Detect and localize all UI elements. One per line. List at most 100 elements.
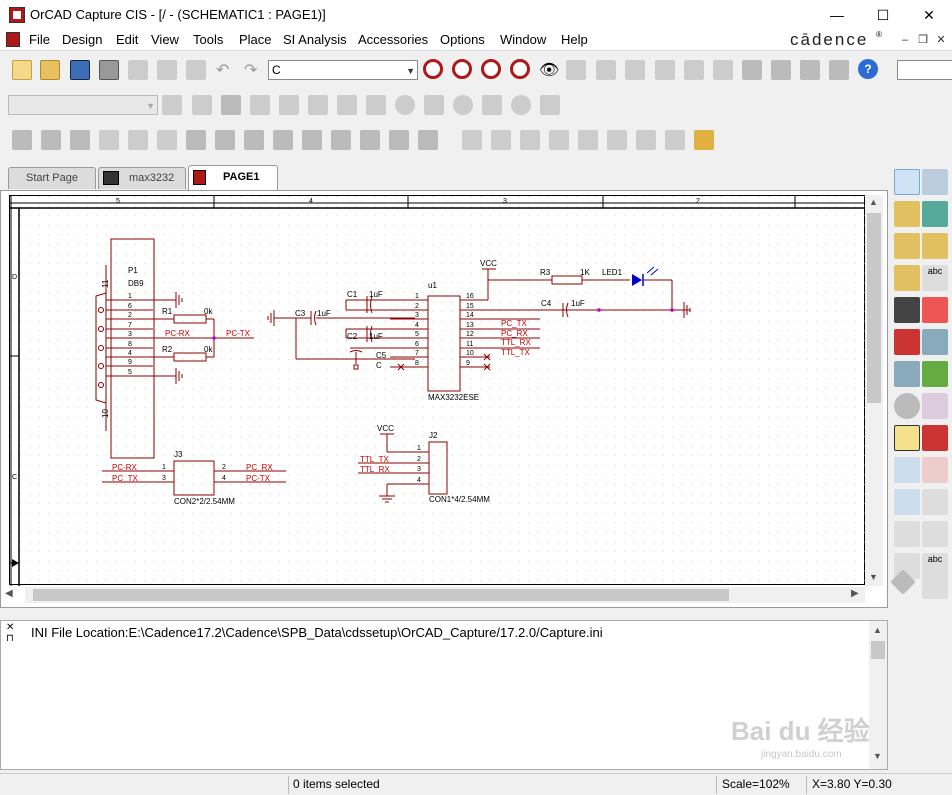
cut-icon[interactable] (128, 60, 148, 80)
checklist-icon[interactable] (302, 130, 322, 150)
filter-icon[interactable] (244, 130, 264, 150)
bom-icon[interactable] (713, 60, 733, 80)
tab-page1[interactable]: PAGE1 (188, 165, 278, 190)
place-ground-icon[interactable] (894, 361, 920, 387)
place-power-icon[interactable] (894, 329, 920, 355)
print-icon[interactable] (99, 60, 119, 80)
zoom-in-icon[interactable] (423, 59, 443, 79)
session-scroll-thumb[interactable] (871, 641, 885, 659)
mdi-minimize-button[interactable]: – (901, 34, 909, 46)
session-vertical-scrollbar[interactable]: ▲ ▼ (869, 621, 887, 769)
place-bezier-icon[interactable] (922, 521, 948, 547)
align-bottom-icon[interactable] (607, 130, 627, 150)
menu-si-analysis[interactable]: SI Analysis (283, 32, 347, 47)
place-bus-icon[interactable] (894, 265, 920, 291)
variant-view-icon[interactable] (99, 130, 119, 150)
horizontal-scroll-thumb[interactable] (33, 589, 729, 601)
paste-icon[interactable] (186, 60, 206, 80)
align-center-icon[interactable] (491, 130, 511, 150)
export-icon[interactable] (389, 130, 409, 150)
maximize-button[interactable]: ☐ (876, 7, 890, 23)
capacitor-c3[interactable]: C3 1uF (295, 309, 331, 326)
current-marker-icon[interactable] (337, 95, 357, 115)
new-profile-icon[interactable] (162, 95, 182, 115)
place-hierarchical-block-icon[interactable] (922, 361, 948, 387)
place-line-icon[interactable] (894, 457, 920, 483)
search-input[interactable] (897, 60, 952, 80)
menu-view[interactable]: View (151, 32, 179, 47)
scroll-up-icon[interactable]: ▲ (873, 625, 882, 635)
table-icon[interactable] (418, 130, 438, 150)
part-j3[interactable]: J3 CON2*2/2.54MM 1 3 2 4 PC-RX PC_TX PC_… (102, 450, 286, 506)
part-j2[interactable]: J2 CON1*4/2.54MM 1 2 3 4 TTL_TX TTL_RX (358, 431, 490, 504)
new-icon[interactable] (12, 60, 32, 80)
tab-start-page[interactable]: Start Page (8, 167, 96, 189)
scroll-down-icon[interactable]: ▼ (869, 572, 878, 582)
document-icon[interactable] (6, 32, 20, 47)
open-icon[interactable] (40, 60, 60, 80)
back-annotate-icon[interactable] (596, 60, 616, 80)
project-manager-icon[interactable] (829, 60, 849, 80)
menu-options[interactable]: Options (440, 32, 485, 47)
menu-tools[interactable]: Tools (193, 32, 224, 47)
area-select-icon[interactable] (771, 60, 791, 80)
menu-place[interactable]: Place (239, 32, 272, 47)
drag-icon[interactable] (800, 60, 820, 80)
bias-power-icon[interactable] (511, 95, 531, 115)
minimize-button[interactable]: — (830, 7, 844, 23)
align-middle-icon[interactable] (578, 130, 598, 150)
capacitor-c4[interactable]: C4 1uF (541, 299, 585, 318)
place-ellipse-icon[interactable] (922, 489, 948, 515)
enable-power-icon[interactable] (540, 95, 560, 115)
netlist-icon[interactable] (655, 60, 675, 80)
place-off-page-icon[interactable] (922, 329, 948, 355)
place-rectangle-icon[interactable] (894, 489, 920, 515)
run-icon[interactable] (221, 95, 241, 115)
part-p1[interactable]: P1 DB9 11 10 1 (95, 238, 176, 459)
place-net-group-icon[interactable] (922, 201, 948, 227)
menu-design[interactable]: Design (62, 32, 103, 47)
voltage-marker-icon[interactable] (279, 95, 299, 115)
menu-edit[interactable]: Edit (116, 32, 139, 47)
zoom-area-icon[interactable] (481, 59, 501, 79)
chevron-down-icon[interactable]: ▼ (406, 66, 415, 76)
tab-max3232[interactable]: max3232 (98, 167, 186, 189)
diff-marker-icon[interactable] (308, 95, 328, 115)
help-icon[interactable]: ? (858, 59, 878, 79)
enable-current-icon[interactable] (482, 95, 502, 115)
zoom-all-icon[interactable] (510, 59, 530, 79)
place-bus-entry-icon[interactable] (894, 297, 920, 323)
session-pin-icon[interactable]: ⊓ (6, 633, 14, 644)
power-marker-icon[interactable] (366, 95, 386, 115)
enable-voltage-icon[interactable] (424, 95, 444, 115)
schematic-sheet[interactable]: 5 4 3 2 D C P1 DB9 11 10 (9, 195, 866, 586)
lock-icon[interactable] (694, 130, 714, 150)
assign-variant-icon[interactable] (70, 130, 90, 150)
session-close-icon[interactable]: ✕ (6, 622, 15, 633)
menu-help[interactable]: Help (561, 32, 588, 47)
place-polyline-icon[interactable] (922, 457, 948, 483)
place-wire-icon[interactable] (894, 201, 920, 227)
select-pointer-icon[interactable] (894, 169, 920, 195)
scroll-left-icon[interactable]: ◀ (5, 588, 13, 599)
drc-icon[interactable] (625, 60, 645, 80)
chevron-down-icon[interactable]: ▼ (146, 101, 155, 111)
part-u1[interactable]: u1 MAX3232ESE 1 2 3 4 5 6 7 8 (390, 281, 690, 402)
undo-icon[interactable]: ↶ (216, 62, 230, 79)
align-right-icon[interactable] (520, 130, 540, 150)
save-icon[interactable] (70, 60, 90, 80)
place-no-connect-icon[interactable] (922, 425, 948, 451)
align-left-icon[interactable] (462, 130, 482, 150)
view-results-icon[interactable] (250, 95, 270, 115)
place-auto-wire-icon[interactable] (894, 233, 920, 259)
edit-constraint-icon[interactable] (331, 130, 351, 150)
place-net-alias-icon[interactable]: abc (922, 265, 948, 291)
part-combo[interactable]: C▼ (268, 60, 418, 80)
vertical-scroll-thumb[interactable] (867, 213, 881, 403)
unlink-icon[interactable] (157, 130, 177, 150)
zoom-out-icon[interactable] (452, 59, 472, 79)
mdi-close-button[interactable]: ✕ (936, 34, 946, 46)
distribute-horizontal-icon[interactable] (636, 130, 656, 150)
redo-icon[interactable]: ↷ (244, 62, 258, 79)
bias-voltage-icon[interactable] (395, 95, 415, 115)
